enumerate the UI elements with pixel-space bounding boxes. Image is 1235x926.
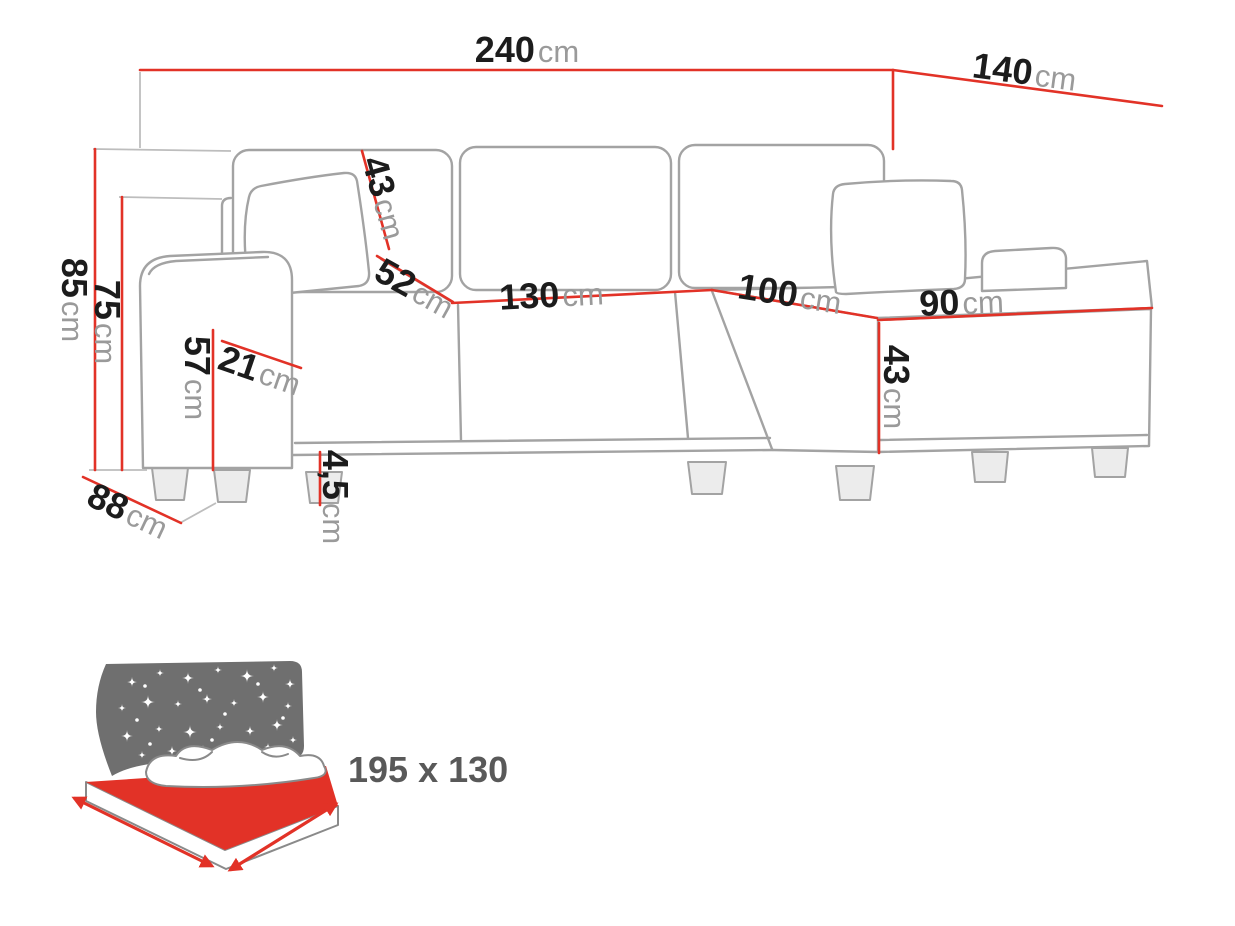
dim-label-seat-width: 130cm <box>498 271 604 317</box>
sofa-base-bottom <box>291 448 775 457</box>
sofa-leg <box>213 469 251 503</box>
base-piping <box>293 436 772 445</box>
dim-label-chaise-width: 90cm <box>918 279 1004 324</box>
dimension-lines <box>81 68 1164 525</box>
sofa-leg <box>151 467 189 501</box>
dim-line-base-depth <box>81 475 183 525</box>
dim-line-armrest-width <box>220 339 303 370</box>
corner-seam <box>710 289 774 451</box>
left-armrest <box>138 250 294 470</box>
dim-label-total-width: 240cm <box>475 29 579 70</box>
length-arrow <box>71 796 215 868</box>
chaise-front <box>876 307 1153 454</box>
construction-lines <box>89 72 232 524</box>
backrest-edge <box>220 196 233 260</box>
chaise-seam <box>878 433 1149 442</box>
dim-label-corner-seat-width: 100cm <box>735 265 845 322</box>
pillow <box>829 179 967 296</box>
dim-line-seat-width <box>450 288 714 305</box>
dim-line-chaise-width <box>876 306 1154 322</box>
sofa-leg <box>305 471 343 504</box>
dim-label-armrest-height: 57cm <box>177 336 218 420</box>
stars-pattern <box>118 664 297 760</box>
dim-label-seat-height: 43cm <box>876 345 917 429</box>
right-armrest <box>980 246 1068 293</box>
sofa-leg <box>1091 447 1129 478</box>
sofa-leg <box>835 465 875 501</box>
dim-line-total-depth <box>891 68 1164 108</box>
sleeping-function-icon: 195 x 130 <box>71 661 508 872</box>
left-armrest-top-seam <box>147 255 270 276</box>
back-cushion <box>458 145 673 292</box>
sofa-leg <box>687 461 727 495</box>
dim-label-backrest-height: 75cm <box>87 280 128 364</box>
dim-line-back-cushion-height <box>360 149 391 251</box>
sofa-base-bottom <box>771 448 881 454</box>
pillow-fold <box>261 751 289 758</box>
dim-line-corner-seat-width <box>710 288 879 320</box>
front-seam <box>673 290 690 440</box>
dim-label-total-height: 85cm <box>54 258 95 342</box>
sofa-leg <box>971 451 1009 483</box>
pillow-fold <box>179 751 213 761</box>
sleeping-area-size: 195 x 130 <box>348 749 508 790</box>
bed-pillows <box>145 741 327 788</box>
front-seam <box>456 303 463 442</box>
width-arrow <box>227 802 339 872</box>
dim-label-total-depth: 140cm <box>970 44 1079 98</box>
sofa-outline <box>138 143 1154 504</box>
dim-label-leg-height: 4,5cm <box>315 450 356 544</box>
dim-line-seat-depth <box>375 254 455 304</box>
